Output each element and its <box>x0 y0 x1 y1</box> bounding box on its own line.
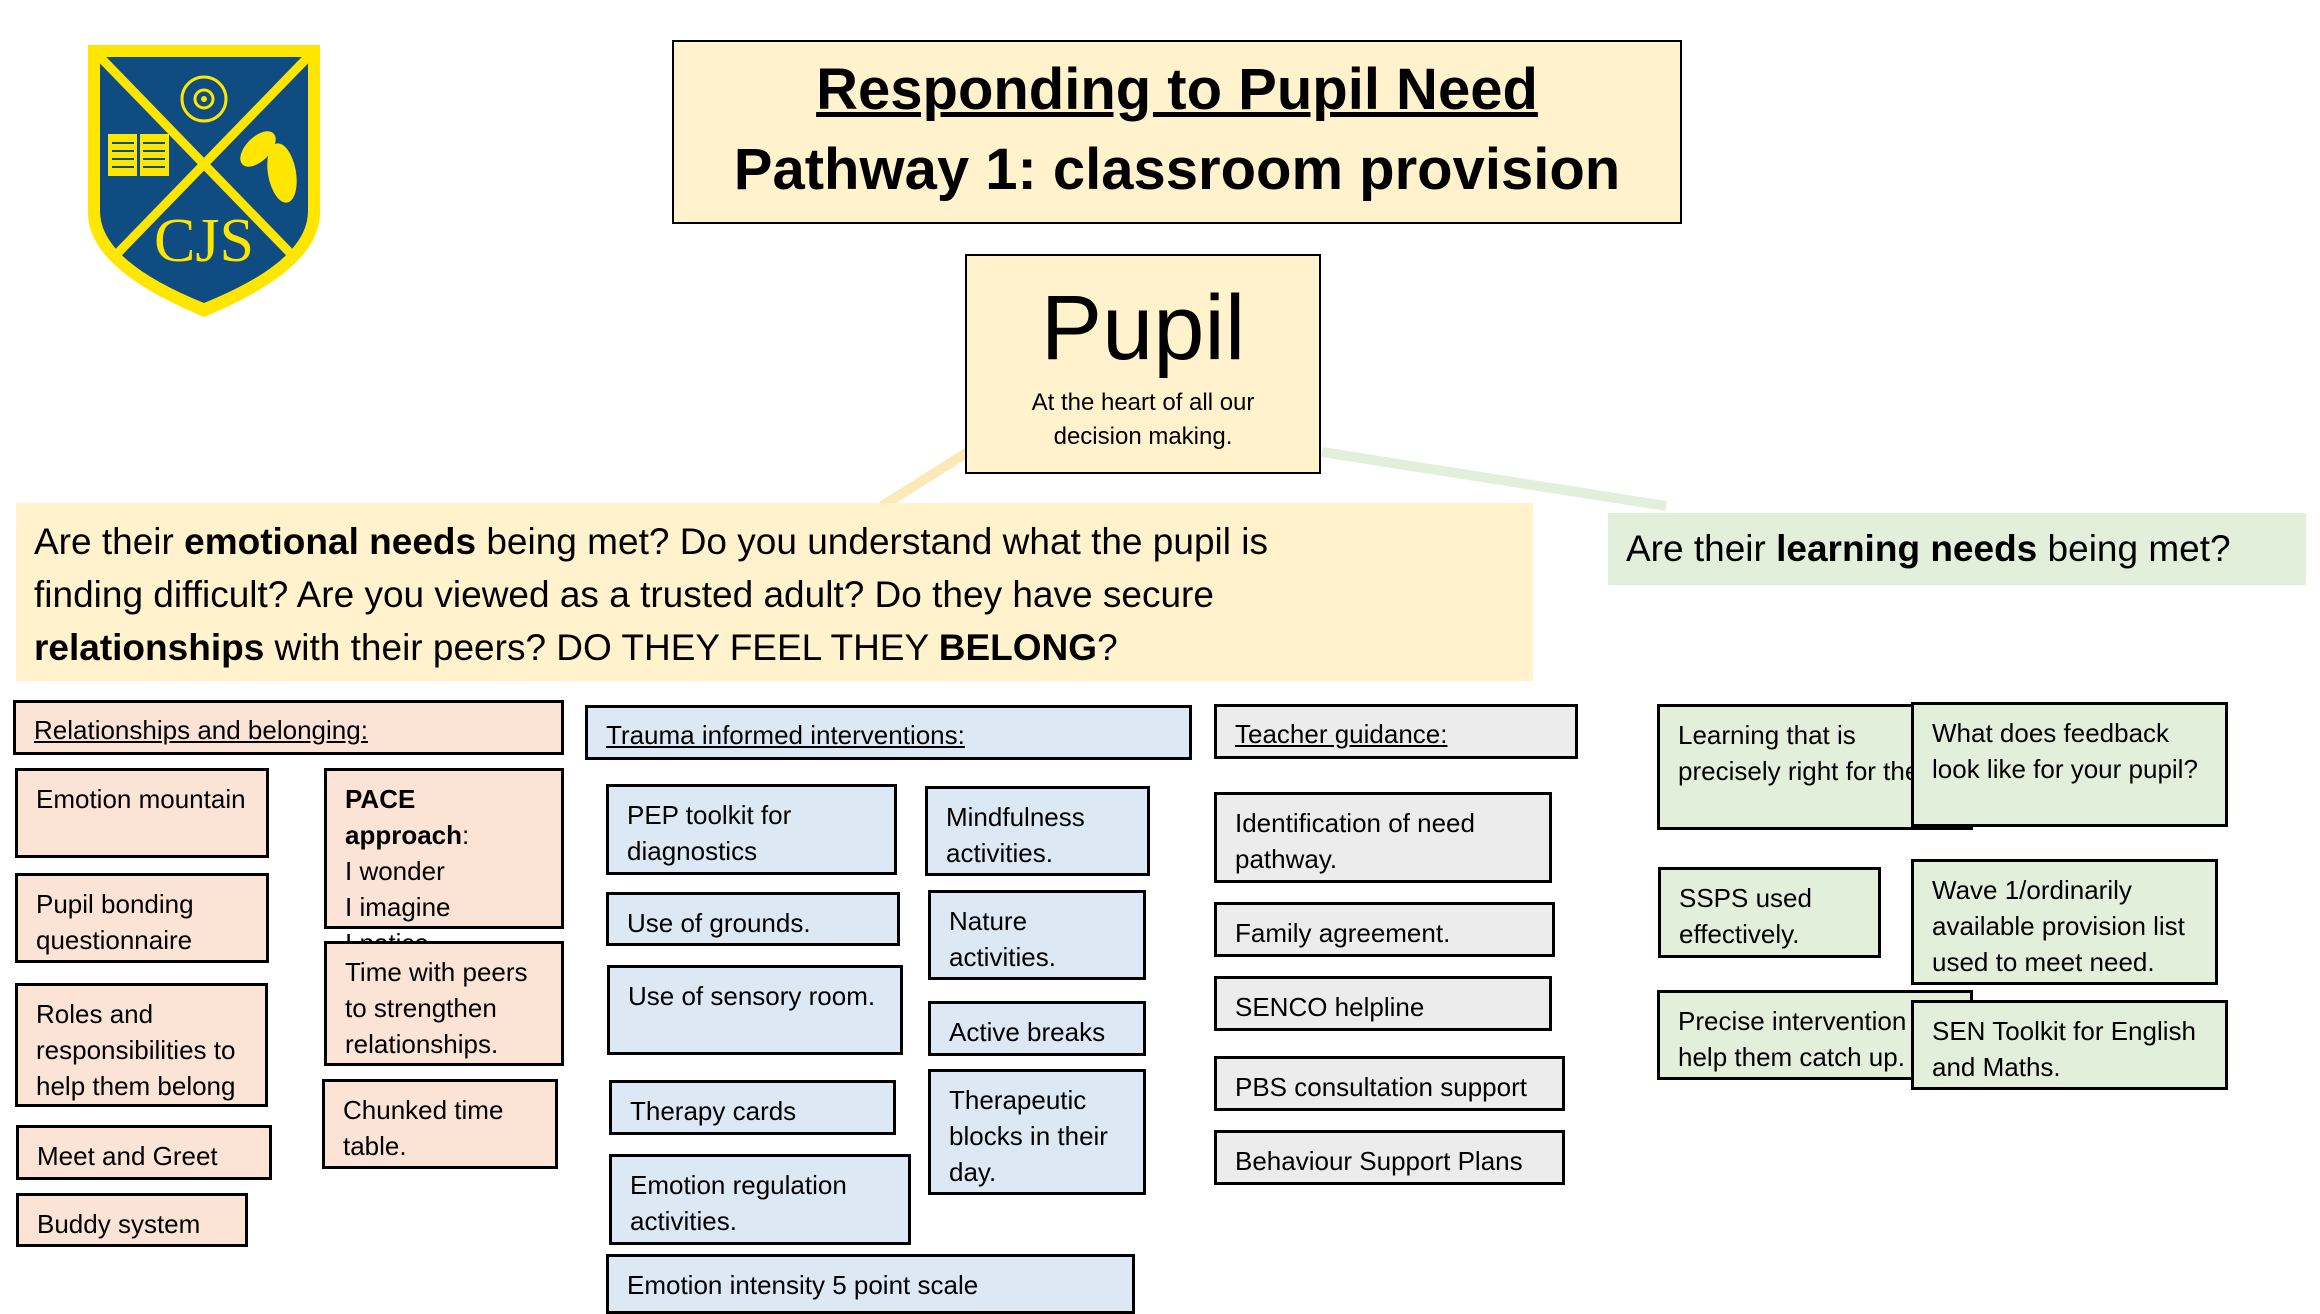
card-pep-toolkit: PEP toolkit for diagnostics <box>606 784 897 875</box>
trauma-header: Trauma informed interventions: <box>585 705 1192 760</box>
card-roles-responsibilities: Roles and responsibilities to help them … <box>15 983 268 1107</box>
emotional-line-1: Are their emotional needs being met? Do … <box>34 515 1515 568</box>
oak-leaves-icon <box>240 131 297 203</box>
card-family-agreement: Family agreement. <box>1214 902 1555 957</box>
card-sen-toolkit: SEN Toolkit for English and Maths. <box>1911 1000 2228 1090</box>
pupil-title: Pupil <box>1040 277 1246 379</box>
card-time-with-peers: Time with peers to strengthen relationsh… <box>324 941 564 1066</box>
card-identification-pathway: Identification of need pathway. <box>1214 792 1552 883</box>
text: Are their <box>34 521 185 562</box>
page-subtitle: Pathway 1: classroom provision <box>733 137 1621 202</box>
teacher-header: Teacher guidance: <box>1214 704 1578 759</box>
card-therapy-cards: Therapy cards <box>609 1080 896 1135</box>
card-ssps: SSPS used effectively. <box>1658 867 1881 958</box>
text: ? <box>1097 627 1118 668</box>
card-emotion-regulation: Emotion regulation activities. <box>609 1154 911 1245</box>
card-active-breaks: Active breaks <box>928 1001 1146 1056</box>
emphasis-emotional-needs: emotional needs <box>184 521 477 562</box>
emphasis-belong: BELONG <box>938 627 1098 668</box>
emphasis-relationships: relationships <box>34 627 265 668</box>
pupil-subtitle-line2: decision making. <box>1053 423 1233 450</box>
pupil-subtitle-line1: At the heart of all our <box>1031 389 1255 416</box>
card-therapeutic-blocks: Therapeutic blocks in their day. <box>928 1069 1146 1195</box>
emotional-line-2: finding difficult? Are you viewed as a t… <box>34 574 1214 615</box>
emotional-line-3: relationships with their peers? DO THEY … <box>34 621 1515 674</box>
text: being met? <box>2037 528 2231 569</box>
card-senco-helpline: SENCO helpline <box>1214 976 1552 1031</box>
school-crest-logo: CJS <box>88 45 320 317</box>
card-nature-activities: Nature activities. <box>928 890 1146 980</box>
card-pbs-consultation: PBS consultation support <box>1214 1056 1565 1111</box>
book-icon <box>108 134 169 176</box>
pace-line: I wonder <box>345 856 445 886</box>
card-pupil-bonding: Pupil bonding questionnaire <box>15 873 269 963</box>
card-use-of-grounds: Use of grounds. <box>606 892 900 946</box>
connector-learning <box>1321 447 1667 511</box>
pace-line: I imagine <box>345 892 451 922</box>
page-title: Responding to Pupil Need <box>816 57 1538 122</box>
rose-icon <box>180 75 228 123</box>
card-chunked-timetable: Chunked time table. <box>322 1079 558 1169</box>
card-behaviour-support-plans: Behaviour Support Plans <box>1214 1130 1565 1185</box>
card-emotion-intensity-scale: Emotion intensity 5 point scale <box>606 1254 1135 1314</box>
text: PACE approach <box>345 784 463 850</box>
emphasis-learning-needs: learning needs <box>1776 528 2038 569</box>
text: being met? Do you understand what the pu… <box>476 521 1268 562</box>
pace-heading: PACE approach: <box>345 784 470 850</box>
card-buddy-system: Buddy system <box>16 1193 248 1247</box>
card-pace-approach: PACE approach: I wonder I imagine I noti… <box>324 768 564 958</box>
connector-emotional <box>879 447 971 511</box>
card-mindfulness: Mindfulness activities. <box>925 786 1150 876</box>
card-sensory-room: Use of sensory room. <box>607 965 903 1055</box>
card-wave1-provision: Wave 1/ordinarily available provision li… <box>1911 859 2218 985</box>
crest-initials: CJS <box>154 207 254 275</box>
learning-needs-box: Are their learning needs being met? <box>1608 513 2306 585</box>
page-title-box: Responding to Pupil Need Pathway 1: clas… <box>672 40 1682 224</box>
pupil-center-box: Pupil At the heart of all our decision m… <box>965 254 1321 474</box>
relationships-header: Relationships and belonging: <box>13 700 564 755</box>
text: with their peers? DO THEY FEEL THEY <box>264 627 939 668</box>
text: Are their <box>1626 528 1777 569</box>
emotional-needs-box: Are their emotional needs being met? Do … <box>16 503 1533 681</box>
card-emotion-mountain: Emotion mountain <box>15 768 269 858</box>
card-meet-and-greet: Meet and Greet <box>16 1125 272 1180</box>
card-feedback: What does feedback look like for your pu… <box>1911 702 2228 827</box>
